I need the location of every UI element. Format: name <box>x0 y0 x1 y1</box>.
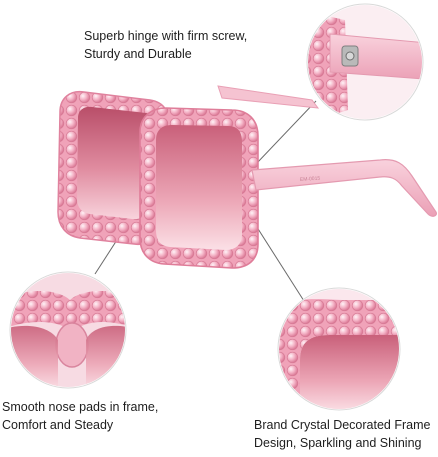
frame-caption: Brand Crystal Decorated Frame Design, Sp… <box>254 416 430 452</box>
crystal-frame-detail-circle <box>277 287 401 411</box>
screw-icon <box>345 51 355 61</box>
hinge-caption-line1: Superb hinge with firm screw, <box>84 29 248 43</box>
nose-pad-detail-circle <box>9 271 127 389</box>
right-frame <box>139 107 259 269</box>
front-temple-arm: EM-0015 <box>251 159 437 217</box>
nose-pad <box>55 322 89 368</box>
hinge-detail-circle <box>306 3 424 121</box>
back-temple-arm <box>217 85 320 109</box>
hinge-caption-line2: Sturdy and Durable <box>84 47 192 61</box>
nose-pads-caption: Smooth nose pads in frame, Comfort and S… <box>2 398 158 434</box>
nose-pads-caption-line1: Smooth nose pads in frame, <box>2 400 159 414</box>
hinge-caption: Superb hinge with firm screw, Sturdy and… <box>84 27 247 63</box>
arm-engraving: EM-0015 <box>300 176 321 183</box>
nose-pads-caption-line2: Comfort and Steady <box>2 418 114 432</box>
frame-caption-line2: Design, Sparkling and Shining <box>254 436 422 450</box>
frame-caption-line1: Brand Crystal Decorated Frame <box>254 418 431 432</box>
